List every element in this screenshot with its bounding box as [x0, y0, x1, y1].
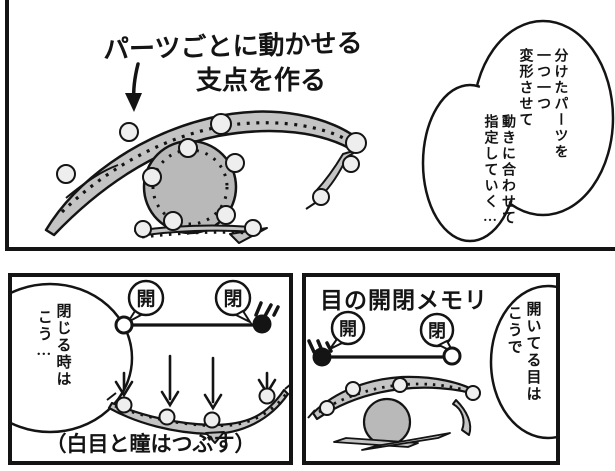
control-points	[56, 113, 367, 238]
closed-eye-band	[106, 384, 289, 444]
speech-bubble-cloud	[421, 19, 615, 243]
close-label: 閉	[223, 288, 242, 310]
press-down-arrows	[114, 354, 277, 411]
open-close-slider	[312, 346, 462, 367]
down-arrow-icon	[125, 62, 142, 112]
rig-title-line2: 支点を作る	[196, 66, 327, 96]
panel-eye-closed: 開 閉 閉じる時は こう… （白目と瞳はつぶす）	[8, 273, 293, 465]
iris	[362, 397, 412, 447]
slider-knob-open	[442, 346, 462, 366]
open-label: 開	[136, 288, 155, 310]
panel-rig-border	[5, 0, 615, 251]
panel-eye-open: 開 閉 目の開閉メモリ 開いてる目は こうで	[302, 273, 560, 465]
right-lash	[452, 399, 472, 436]
eye-rig-illustration	[44, 19, 615, 244]
slider-knob-open	[114, 315, 134, 335]
slider-knob-filled	[252, 314, 272, 334]
bubble-line: 開いてる目は	[524, 301, 541, 403]
control-points	[115, 387, 276, 429]
bubble-line: 閉じる時は	[54, 303, 71, 388]
open-eye-illustration: 開 閉	[307, 284, 556, 451]
closed-caption: （白目と瞳はつぶす）	[45, 432, 256, 456]
rig-bubble-text: 分けたパーツを 一つ一つ 変形させて 動きに合わせて 指定していく…	[481, 48, 569, 248]
closed-bubble-text: 閉じる時は こう…	[34, 303, 72, 433]
control-points	[319, 377, 481, 416]
open-close-slider	[114, 314, 272, 335]
panel-title: 目の開閉メモリ	[320, 288, 488, 314]
lower-lid	[333, 432, 451, 451]
bubble-line: こうで	[505, 305, 522, 356]
speech-bubble	[489, 284, 556, 440]
bubble-line: 一つ一つ	[535, 48, 550, 112]
slider-knob-filled	[312, 347, 332, 367]
open-label-bubble	[329, 310, 366, 350]
open-label-bubble	[125, 279, 165, 325]
close-label-bubble	[214, 279, 253, 325]
close-label-bubble	[419, 312, 456, 355]
close-label: 閉	[428, 321, 446, 342]
open-label: 開	[339, 319, 357, 340]
bubble-line: 指定していく…	[482, 114, 498, 227]
bubble-line: 変形させて	[517, 48, 533, 128]
open-bubble-text: 開いてる目は こうで	[504, 301, 542, 441]
iris	[142, 139, 238, 235]
bubble-line: 動きに合わせて	[500, 114, 515, 226]
emphasis-strokes-icon	[254, 301, 280, 318]
speech-bubble	[12, 282, 134, 434]
bubble-line: こう…	[35, 309, 52, 361]
closed-eye-illustration: 開 閉	[12, 279, 289, 444]
bubble-line: 分けたパーツを	[552, 48, 568, 160]
